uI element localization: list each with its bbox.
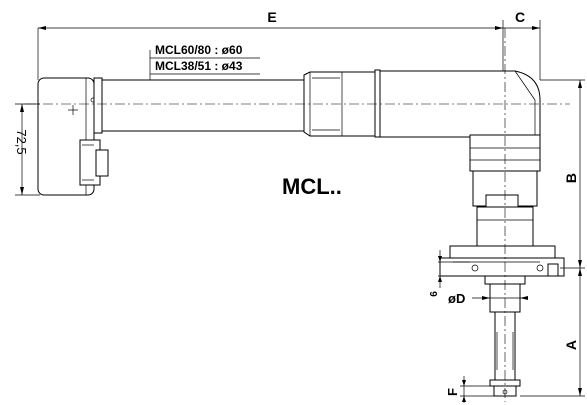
dimension-f: F <box>445 376 494 403</box>
dimension-6: 6 <box>429 250 470 297</box>
motor-housing <box>37 69 541 196</box>
dim-f-label: F <box>445 388 460 396</box>
dimension-e: E <box>37 9 504 80</box>
diameter-small-label: MCL38/51 : ø43 <box>155 59 243 73</box>
dim-c-label: C <box>515 9 525 25</box>
model-label: MCL.. <box>282 174 342 199</box>
dim-b-label: B <box>563 173 579 183</box>
dim-6-label: 6 <box>429 291 440 297</box>
dim-d-label: øD <box>448 291 465 306</box>
dimension-72-5: 72,5 <box>14 103 40 196</box>
dimension-b: B <box>540 79 585 269</box>
vertical-drive <box>439 134 565 397</box>
dimension-a: A <box>520 268 585 397</box>
dim-72-5-label: 72,5 <box>14 129 29 154</box>
dim-e-label: E <box>267 9 276 25</box>
centerlines <box>25 28 570 402</box>
dimension-c: C <box>503 9 541 80</box>
dim-a-label: A <box>563 340 579 350</box>
diameter-callouts: MCL60/80 : ø60 MCL38/51 : ø43 <box>148 43 260 130</box>
dimension-d: øD <box>448 291 528 306</box>
diameter-large-label: MCL60/80 : ø60 <box>155 43 243 57</box>
